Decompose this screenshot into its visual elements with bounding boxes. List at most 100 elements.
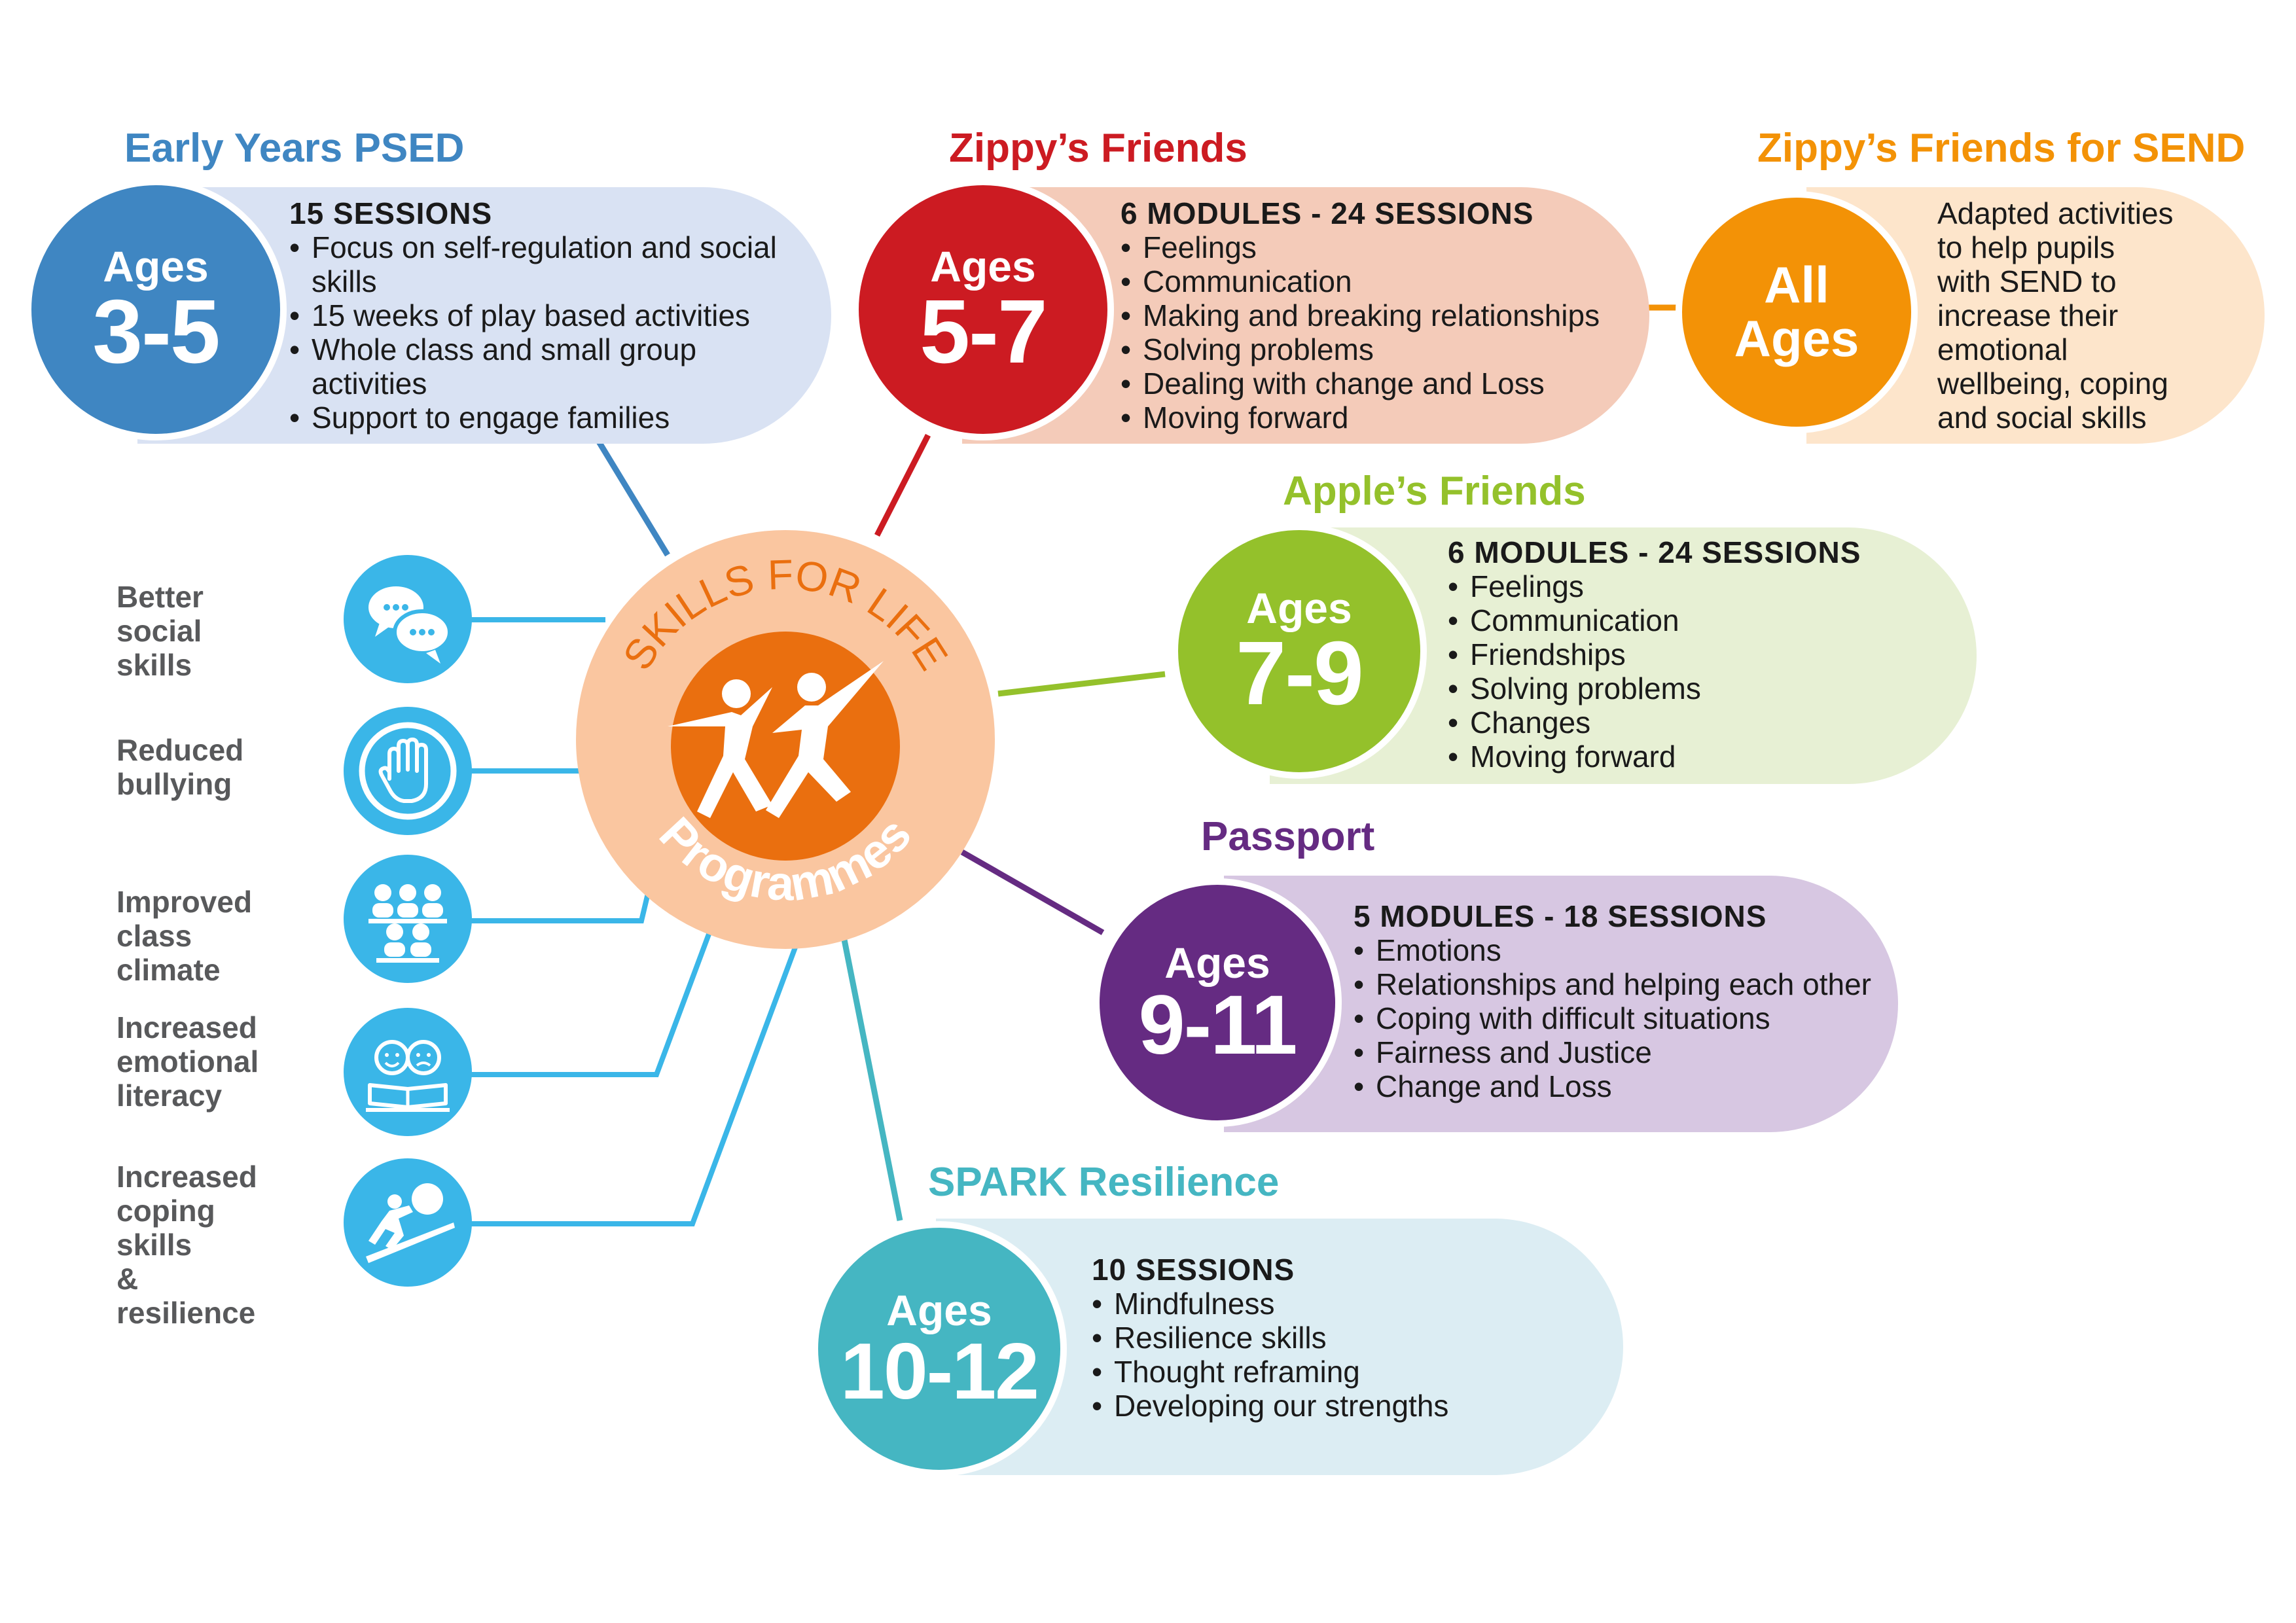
ages-circle: Ages 5-7 bbox=[852, 179, 1114, 440]
description-line: and social skills bbox=[1937, 401, 2147, 435]
connector-apples-friends bbox=[997, 671, 1166, 697]
programme-details: 6 MODULES - 24 SESSIONS Feelings Communi… bbox=[1448, 535, 1945, 774]
bullet-item: Moving forward bbox=[1448, 740, 1945, 774]
bullet-item: Mindfulness bbox=[1092, 1287, 1589, 1321]
benefit-label: Improved class climate bbox=[117, 885, 252, 987]
bullet-item: Thought reframing bbox=[1092, 1355, 1589, 1389]
pushing-boulder-icon bbox=[344, 1158, 472, 1287]
benefit-label-line: Reduced bbox=[117, 733, 244, 767]
bullet-item: Fairness and Justice bbox=[1354, 1035, 1890, 1069]
bullet-item: Friendships bbox=[1448, 637, 1945, 671]
ages-range: 3-5 bbox=[92, 281, 220, 383]
programme-details: Adapted activities to help pupils with S… bbox=[1937, 196, 2238, 435]
programme-details: 6 MODULES - 24 SESSIONS Feelings Communi… bbox=[1121, 196, 1631, 435]
connector-passport bbox=[960, 849, 1105, 935]
ages-circle: Ages 10-12 bbox=[812, 1221, 1067, 1476]
description-line: emotional bbox=[1937, 332, 2068, 366]
ages-word: All bbox=[1764, 256, 1829, 314]
emotion-faces-book-icon bbox=[344, 1008, 472, 1136]
benefit-label-line: Improved bbox=[117, 885, 253, 919]
bullet-item: Solving problems bbox=[1121, 332, 1631, 366]
programme-title: Zippy’s Friends for SEND bbox=[1757, 126, 2246, 171]
bullet-item: Developing our strengths bbox=[1092, 1389, 1589, 1423]
benefit-label-line: Better bbox=[117, 580, 204, 614]
bullet-item: Whole class and small group activities bbox=[289, 332, 800, 401]
sessions-heading: 15 SESSIONS bbox=[289, 196, 493, 230]
programme-title: Apple’s Friends bbox=[1283, 469, 1586, 514]
connector-benefit-3 bbox=[470, 893, 651, 923]
bullet-item: Feelings bbox=[1121, 230, 1631, 264]
ages-circle: Ages 3-5 bbox=[25, 179, 287, 440]
description-line: Adapted activities bbox=[1937, 196, 2174, 230]
ages-word: Ages bbox=[103, 241, 209, 291]
bullet-item: Focus on self-regulation and social skil… bbox=[289, 230, 800, 298]
connector-zippys-friends bbox=[874, 433, 931, 537]
two-children-jumping-icon bbox=[668, 661, 884, 818]
bullet-item: Resilience skills bbox=[1092, 1321, 1589, 1355]
benefit-label-line: social skills bbox=[117, 614, 202, 682]
bullet-item: Changes bbox=[1448, 705, 1945, 740]
ages-range: Ages bbox=[1734, 310, 1859, 367]
ages-range: 5-7 bbox=[920, 281, 1047, 383]
benefit-label-line: Increased bbox=[117, 1160, 257, 1194]
benefit-label: Reduced bullying bbox=[117, 733, 243, 801]
stop-hand-icon bbox=[344, 707, 472, 835]
ages-word: Ages bbox=[1246, 583, 1352, 632]
bullet-item: Dealing with change and Loss bbox=[1121, 366, 1631, 401]
bullet-item: Feelings bbox=[1448, 569, 1945, 603]
bullet-item: Solving problems bbox=[1448, 671, 1945, 705]
bullet-item: Change and Loss bbox=[1354, 1069, 1890, 1103]
benefit-label-line: coping skills bbox=[117, 1194, 215, 1262]
connector-benefit-5 bbox=[470, 944, 798, 1226]
benefit-label-line: literacy bbox=[117, 1079, 223, 1113]
benefit-label-line: emotional bbox=[117, 1044, 259, 1079]
ages-word: Ages bbox=[886, 1286, 992, 1335]
ages-range: 9-11 bbox=[1138, 978, 1297, 1072]
ages-range: 7-9 bbox=[1236, 623, 1363, 724]
description-line: with SEND to bbox=[1937, 264, 2117, 298]
benefit-label: Increased coping skills & resilience bbox=[117, 1160, 257, 1330]
benefit-label: Increased emotional literacy bbox=[117, 1010, 259, 1113]
bullet-item: Making and breaking relationships bbox=[1121, 298, 1631, 332]
bullet-item: Emotions bbox=[1354, 933, 1890, 967]
programme-details: 5 MODULES - 18 SESSIONS Emotions Relatio… bbox=[1354, 899, 1890, 1103]
description-line: increase their bbox=[1937, 298, 2119, 332]
sessions-heading: 5 MODULES - 18 SESSIONS bbox=[1354, 899, 1767, 933]
skills-for-life-logo: SKILLS FOR LIFE Programmes bbox=[576, 530, 995, 949]
bullet-item: Support to engage families bbox=[289, 401, 800, 435]
speech-bubbles-icon bbox=[344, 555, 472, 683]
programme-title: Zippy’s Friends bbox=[949, 126, 1247, 171]
ages-circle: Ages 9-11 bbox=[1093, 878, 1342, 1127]
programme-details: 10 SESSIONS Mindfulness Resilience skill… bbox=[1092, 1253, 1589, 1423]
connector-benefit-4 bbox=[470, 929, 713, 1077]
benefit-label-line: & resilience bbox=[117, 1262, 256, 1330]
programme-title: Passport bbox=[1201, 814, 1375, 859]
bullet-item: 15 weeks of play based activities bbox=[289, 298, 800, 332]
sessions-heading: 10 SESSIONS bbox=[1092, 1253, 1295, 1287]
description-line: to help pupils bbox=[1937, 230, 2115, 264]
bullet-item: Communication bbox=[1121, 264, 1631, 298]
ages-circle: Ages 7-9 bbox=[1172, 524, 1427, 779]
ages-circle: All Ages bbox=[1676, 191, 1918, 433]
benefit-label-line: bullying bbox=[117, 767, 232, 801]
benefit-label-line: class climate bbox=[117, 919, 221, 987]
connector-spark bbox=[841, 939, 903, 1221]
bullet-item: Relationships and helping each other bbox=[1354, 967, 1890, 1001]
benefit-label-line: Increased bbox=[117, 1010, 257, 1044]
sessions-heading: 6 MODULES - 24 SESSIONS bbox=[1448, 535, 1861, 569]
ages-word: Ages bbox=[930, 241, 1036, 291]
bullet-item: Coping with difficult situations bbox=[1354, 1001, 1890, 1035]
ages-range: 10-12 bbox=[840, 1326, 1039, 1416]
benefit-label: Better social skills bbox=[117, 580, 204, 682]
sessions-heading: 6 MODULES - 24 SESSIONS bbox=[1121, 196, 1534, 230]
programme-title: SPARK Resilience bbox=[928, 1160, 1280, 1205]
bullet-item: Communication bbox=[1448, 603, 1945, 637]
programme-details: 15 SESSIONS Focus on self-regulation and… bbox=[289, 196, 800, 435]
skills-for-life-emblem: SKILLS FOR LIFE Programmes bbox=[614, 551, 958, 912]
connector-early-years bbox=[596, 440, 670, 557]
ages-word: Ages bbox=[1164, 938, 1270, 987]
description-line: wellbeing, coping bbox=[1937, 366, 2168, 401]
classroom-people-icon bbox=[344, 855, 472, 983]
bullet-item: Moving forward bbox=[1121, 401, 1631, 435]
